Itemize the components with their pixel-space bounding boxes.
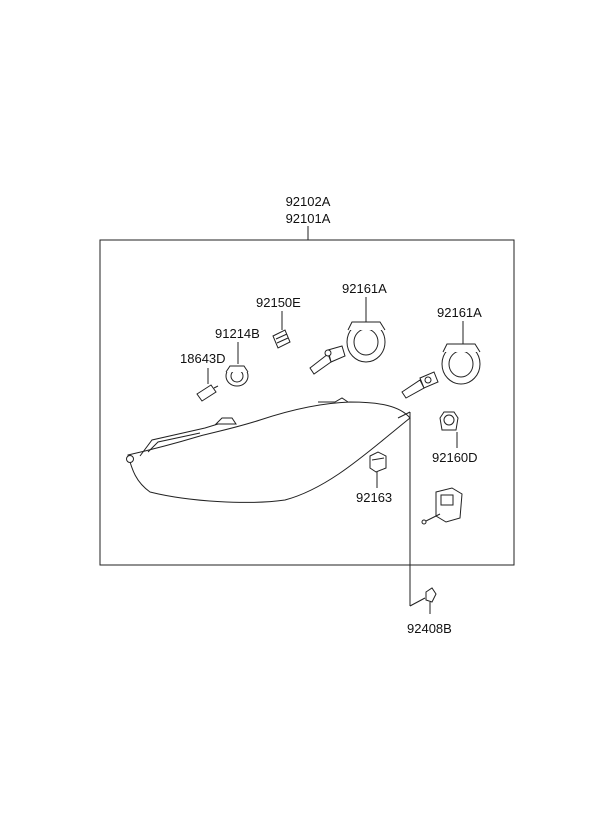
turn-bulb-icon (369, 451, 387, 488)
label-92161A-left: 92161A (342, 281, 387, 296)
label-92160D: 92160D (432, 450, 478, 465)
bracket-leader (397, 411, 426, 607)
position-bulb-icon (272, 311, 291, 349)
label-92161A-right: 92161A (437, 305, 482, 320)
label-92163: 92163 (356, 490, 392, 505)
headlamp-housing (126, 397, 411, 503)
assembly-frame (99, 239, 515, 566)
sidemarker-socket-icon (225, 342, 249, 387)
label-18643D: 18643D (180, 351, 226, 366)
headlamp-socket-left-icon (309, 297, 386, 375)
small-socket-icon (439, 411, 459, 448)
label-92102A: 92102A (286, 194, 331, 209)
wedge-bulb-icon (196, 368, 219, 402)
label-91214B: 91214B (215, 326, 260, 341)
clip-nut-icon (425, 587, 437, 614)
headlamp-socket-right-icon (401, 321, 481, 399)
leveling-actuator-icon (421, 487, 463, 525)
label-92150E: 92150E (256, 295, 301, 310)
label-92101A: 92101A (286, 211, 331, 226)
label-92408B: 92408B (407, 621, 452, 636)
